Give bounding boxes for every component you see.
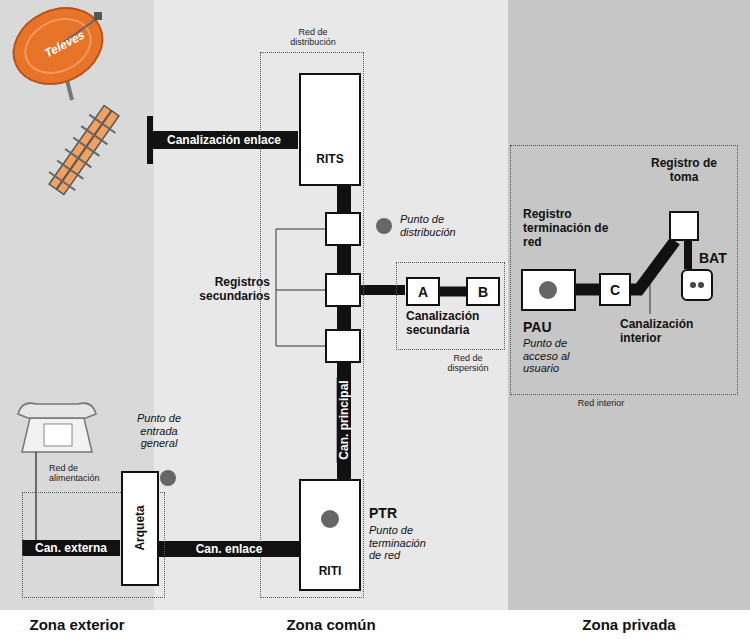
node-label: Registro terminación de red <box>523 208 609 249</box>
secondary-register <box>326 274 360 306</box>
antenna-element <box>49 172 75 190</box>
bracket-line <box>276 346 326 347</box>
dish-rim <box>17 9 100 83</box>
node-label: C <box>601 282 629 298</box>
termination-register: Registro terminación de redPAUPunto de a… <box>521 269 576 311</box>
node-label: Red de distribución <box>281 27 345 48</box>
outlet-register: Registro de toma <box>669 211 699 241</box>
zone-band <box>508 0 750 610</box>
antenna-element <box>89 115 115 133</box>
node-label: Red interior <box>561 398 641 408</box>
node-label: Arqueta <box>134 470 148 585</box>
lnb <box>94 12 102 20</box>
node-note: RITI <box>301 565 359 579</box>
part-label: Canalización interior <box>620 318 712 346</box>
bracket <box>276 229 326 346</box>
register-box: B <box>466 277 500 306</box>
access-point-dot <box>321 510 339 528</box>
phone-body <box>22 418 92 452</box>
entry-point-dot <box>160 470 176 486</box>
part-label: Registros secundarios <box>186 276 270 304</box>
duct-connector <box>159 541 299 557</box>
telecom-room: RITS <box>299 73 361 186</box>
zone-label: Zona común <box>154 616 508 633</box>
bracket-line <box>276 229 277 346</box>
zone-band <box>154 0 508 610</box>
antenna-element <box>57 160 83 178</box>
node-label: B <box>468 284 498 300</box>
part-label: Canalización secundaria <box>406 310 498 338</box>
zone-label: Zona exterior <box>0 616 154 633</box>
phone-handset <box>18 403 96 418</box>
secondary-register <box>326 213 360 245</box>
duct-connector <box>631 241 675 290</box>
external-duct <box>22 540 120 556</box>
node-note: Punto de terminación de red <box>369 524 437 562</box>
antenna-panel <box>49 106 119 195</box>
node-label: RITS <box>301 153 359 167</box>
duct-connector <box>576 284 599 296</box>
node-label: Red de dispersión <box>437 353 499 374</box>
access-point-dot <box>698 282 704 288</box>
duct-connector <box>684 241 692 269</box>
network-group: Red interiorRegistro terminación de redP… <box>510 145 738 395</box>
bracket-line <box>276 229 326 230</box>
distribution-point-dot <box>376 218 392 234</box>
access-point-dot <box>690 282 696 288</box>
duct-label: Can. externa <box>26 541 116 555</box>
phone-line <box>35 452 37 540</box>
node-label: PTR <box>369 505 419 521</box>
antenna-element <box>81 126 107 144</box>
dish-reflector <box>1 0 115 98</box>
access-point-dot <box>539 281 557 299</box>
network-group: Red de dispersiónAB <box>396 262 505 350</box>
outlet-socket: BAT <box>681 269 713 301</box>
node-label: Registro de toma <box>649 157 719 185</box>
node-note: Punto de acceso al usuario <box>523 337 591 375</box>
leader-line <box>650 281 651 314</box>
telephone <box>18 403 96 452</box>
node-note: PAU <box>523 319 583 335</box>
node-label: A <box>408 284 438 300</box>
brand-logo: Televes <box>31 22 99 67</box>
antenna-element <box>65 149 91 167</box>
duct-connector <box>440 287 466 297</box>
antenna-element <box>73 138 99 156</box>
antenna-boom <box>56 111 111 190</box>
link-duct <box>150 131 298 149</box>
duct-label: Canalización enlace <box>156 133 292 147</box>
point-label: Punto de entrada general <box>126 412 192 450</box>
zone-label: Zona privada <box>508 616 750 633</box>
node-label: Red de alimentación <box>49 463 113 484</box>
telecom-room: PTRPunto de terminación de redRITI <box>299 479 361 591</box>
point-label: Punto de distribución <box>400 213 474 238</box>
register-box: A <box>406 277 440 306</box>
satellite-dish <box>1 0 115 100</box>
bracket-line <box>276 290 326 291</box>
phone-keypad <box>44 424 72 446</box>
duct-label: Can. enlace <box>193 542 266 556</box>
register-box: C <box>599 273 631 306</box>
secondary-register <box>326 330 360 362</box>
duct-label: Can. principal <box>337 377 351 462</box>
secondary-duct <box>360 285 405 295</box>
manhole-box: Arqueta <box>121 471 159 586</box>
node-label: BAT <box>699 250 739 266</box>
terrestrial-antenna <box>43 102 124 199</box>
